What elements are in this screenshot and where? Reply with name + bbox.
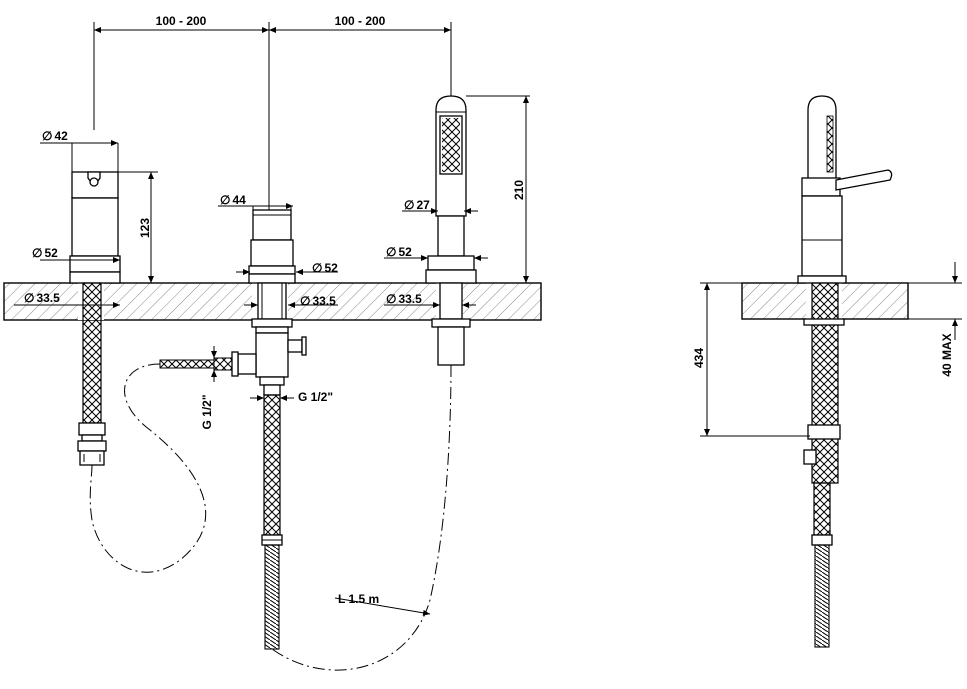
svg-text:∅52: ∅52 — [386, 245, 412, 259]
hole-left-diameter-label: 33.5 — [36, 291, 60, 305]
thread-side-label: G 1/2" — [200, 394, 214, 429]
diameter-symbol: ∅ — [312, 261, 322, 275]
svg-text:∅52: ∅52 — [312, 261, 338, 275]
side-mixer — [797, 169, 893, 284]
side-hoses — [803, 282, 845, 648]
svg-text:∅44: ∅44 — [220, 193, 246, 207]
svg-text:∅33.5: ∅33.5 — [24, 291, 60, 305]
spacing-left-label: 100 - 200 — [156, 14, 207, 28]
diameter-symbol: ∅ — [386, 245, 396, 259]
diameter-symbol: ∅ — [24, 291, 34, 305]
hole-center-diameter-label: 33.5 — [312, 294, 336, 308]
hole-right-diameter-label: 33.5 — [398, 292, 422, 306]
side-handshower — [807, 95, 837, 186]
mixer-base-diameter-label: 52 — [44, 246, 58, 260]
mixer-tap — [69, 171, 121, 466]
handshower-height-label: 210 — [512, 180, 526, 200]
svg-text:∅33.5: ∅33.5 — [300, 294, 336, 308]
handshower-diameter-label: 27 — [416, 198, 430, 212]
diverter-dimensions — [211, 203, 338, 401]
holder-base-diameter-label: 52 — [398, 245, 412, 259]
svg-text:∅42: ∅42 — [42, 129, 68, 143]
mixer-dimensions — [14, 140, 158, 308]
svg-text:∅52: ∅52 — [32, 246, 58, 260]
total-depth-label: 434 — [692, 348, 706, 368]
svg-text:∅27: ∅27 — [404, 198, 430, 212]
hose-length-label: L 1.5 m — [338, 592, 379, 606]
diameter-symbol: ∅ — [386, 292, 396, 306]
diameter-symbol: ∅ — [300, 294, 310, 308]
diverter-top-diameter-label: 44 — [232, 193, 246, 207]
side-view: 434 40 MAX — [692, 95, 962, 648]
side-dimensions — [700, 262, 962, 437]
handshower-dimensions — [384, 95, 530, 308]
diverter-valve — [159, 209, 307, 650]
diameter-symbol: ∅ — [220, 193, 230, 207]
spacing-dimension-line — [93, 22, 452, 210]
diameter-symbol: ∅ — [42, 129, 52, 143]
lever-diameter-label: 42 — [54, 129, 68, 143]
diameter-symbol: ∅ — [404, 198, 414, 212]
hose-path — [89, 363, 452, 671]
handshower — [425, 95, 477, 366]
mixer-height-label: 123 — [138, 218, 152, 238]
diverter-base-diameter-label: 52 — [324, 261, 338, 275]
diameter-symbol: ∅ — [32, 246, 42, 260]
thread-bottom-label: G 1/2" — [298, 390, 333, 404]
deck-thickness-label: 40 MAX — [940, 333, 954, 376]
front-view: 100 - 200 100 - 200 — [3, 14, 542, 671]
svg-text:∅33.5: ∅33.5 — [386, 292, 422, 306]
spacing-right-label: 100 - 200 — [335, 14, 386, 28]
